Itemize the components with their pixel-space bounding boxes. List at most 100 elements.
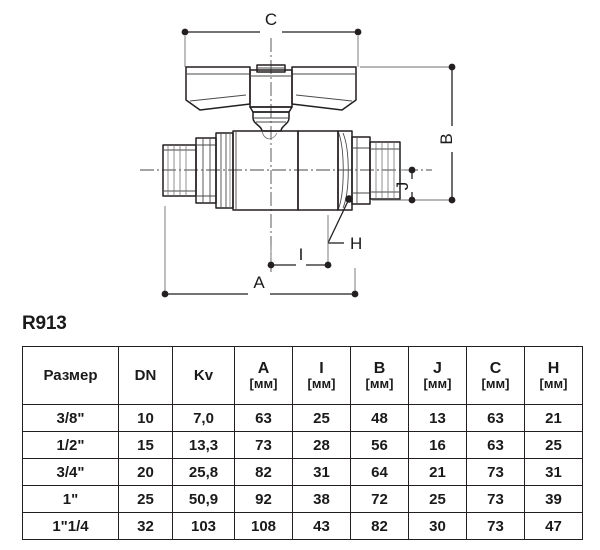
table-cell-h: 47 [524,512,583,540]
header-letter-j: J [433,359,442,377]
product-code-title: R913 [22,313,67,334]
left-threaded-end [162,144,197,197]
header-unit-j: [мм] [423,376,452,392]
valve-drawing-svg: .ol { fill:none; stroke:#231f20; stroke-… [140,10,456,298]
butterfly-handle [185,64,357,113]
right-threaded-end [369,141,401,200]
table-cell-dn: 32 [118,512,173,540]
dimension-label-J: J [393,182,412,191]
header-letter-c: C [489,359,502,377]
dimension-C-start-marker [181,28,189,36]
table-cell-dn: 20 [118,458,173,486]
table-header-cell-size: Размер [22,346,119,405]
table-cell-b: 82 [350,512,409,540]
table-cell-kv: 7,0 [172,404,235,432]
dimension-label-A: A [253,273,265,292]
table-cell-size: 1/2" [22,431,119,459]
table-cell-i: 43 [292,512,351,540]
header-letter-b: B [373,359,386,377]
table-header-cell-c: C[мм] [466,346,525,405]
dimension-C: C [181,10,362,67]
dimension-label-B: B [437,133,456,144]
table-cell-b: 56 [350,431,409,459]
table-cell-h: 25 [524,431,583,459]
dimension-A-end-marker [351,290,359,298]
dimension-H: H [327,195,362,253]
table-header-cell-j: J[мм] [408,346,467,405]
table-cell-h: 21 [524,404,583,432]
table-cell-a: 63 [234,404,293,432]
table-cell-b: 64 [350,458,409,486]
table-cell-kv: 50,9 [172,485,235,513]
valve-stem-neck [252,111,290,140]
table-cell-j: 21 [408,458,467,486]
table-cell-j: 13 [408,404,467,432]
table-cell-b: 48 [350,404,409,432]
table-cell-a: 73 [234,431,293,459]
dimension-J-start-marker [408,166,416,174]
table-cell-a: 82 [234,458,293,486]
dimension-A: A [161,206,359,298]
table-cell-j: 25 [408,485,467,513]
header-unit-i: [мм] [307,376,336,392]
table-cell-c: 63 [466,431,525,459]
dimension-J-end-marker [408,196,416,204]
table-cell-kv: 103 [172,512,235,540]
table-cell-b: 72 [350,485,409,513]
table-cell-i: 31 [292,458,351,486]
right-seat-retainer [351,136,371,205]
table-cell-size: 1"1/4 [22,512,119,540]
table-cell-j: 16 [408,431,467,459]
header-letter-a: A [257,359,270,377]
table-cell-size: 1" [22,485,119,513]
table-cell-a: 92 [234,485,293,513]
dimension-B-start-marker [448,63,456,71]
centerlines [140,38,432,272]
header-unit-b: [мм] [365,376,394,392]
table-cell-dn: 25 [118,485,173,513]
table-cell-h: 31 [524,458,583,486]
dimension-H-point-marker [345,195,353,203]
dimension-label-I: I [299,245,304,264]
table-cell-c: 73 [466,485,525,513]
table-cell-a: 108 [234,512,293,540]
table-header-cell-dn: DN [118,346,173,405]
table-cell-size: 3/4" [22,458,119,486]
table-cell-j: 30 [408,512,467,540]
table-cell-kv: 25,8 [172,458,235,486]
table-cell-size: 3/8" [22,404,119,432]
table-header-cell-kv: Kv [172,346,235,405]
table-cell-c: 73 [466,458,525,486]
table-header-cell-b: B[мм] [350,346,409,405]
table-cell-kv: 13,3 [172,431,235,459]
header-letter-h: H [547,359,560,377]
table-header-cell-h: H[мм] [524,346,583,405]
header-unit-c: [мм] [481,376,510,392]
table-header-cell-i: I[мм] [292,346,351,405]
dimension-A-start-marker [161,290,169,298]
dimension-C-end-marker [354,28,362,36]
dimension-label-C: C [265,10,277,29]
left-union-collar [195,137,217,204]
header-unit-h: [мм] [539,376,568,392]
dimension-B-end-marker [448,196,456,204]
union-nut [215,132,234,209]
table-cell-i: 28 [292,431,351,459]
valve-body-left [232,130,299,211]
technical-drawing-panel: .ol { fill:none; stroke:#231f20; stroke-… [140,10,456,298]
dimension-J: J [372,166,416,204]
ball-seat-arcs [337,130,353,211]
header-letter-i: I [319,359,324,377]
header-unit-a: [мм] [249,376,278,392]
table-cell-dn: 10 [118,404,173,432]
table-cell-dn: 15 [118,431,173,459]
dimension-label-H: H [350,234,362,253]
